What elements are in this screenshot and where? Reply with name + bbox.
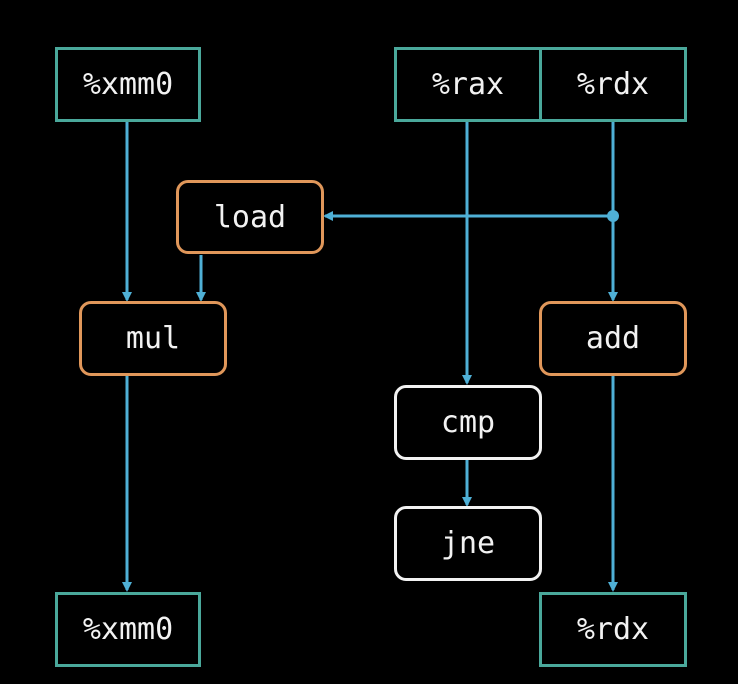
op-add: add: [539, 301, 687, 376]
op-jne: jne: [394, 506, 542, 581]
op-jne-label: jne: [440, 526, 496, 561]
register-xmm0-output-label: %xmm0: [82, 612, 174, 647]
op-cmp: cmp: [394, 385, 542, 460]
op-cmp-label: cmp: [440, 405, 496, 440]
register-rdx-output: %rdx: [539, 592, 687, 667]
register-rdx-output-label: %rdx: [576, 612, 650, 647]
op-load: load: [176, 180, 324, 254]
op-load-label: load: [213, 199, 287, 235]
register-rax-input-label: %rax: [431, 67, 505, 102]
register-divider: [539, 50, 542, 119]
op-add-label: add: [585, 321, 641, 356]
op-mul-label: mul: [125, 321, 181, 356]
register-xmm0-input: %xmm0: [55, 47, 201, 122]
op-mul: mul: [79, 301, 227, 376]
register-rax-input: %rax: [397, 50, 539, 119]
register-xmm0-input-label: %xmm0: [82, 67, 174, 102]
register-rdx-input-label: %rdx: [576, 67, 650, 102]
rdx-fanout-dot: [607, 210, 619, 222]
register-xmm0-output: %xmm0: [55, 592, 201, 667]
register-rdx-input: %rdx: [542, 50, 684, 119]
register-rax-rdx-input: %rax %rdx: [394, 47, 687, 122]
